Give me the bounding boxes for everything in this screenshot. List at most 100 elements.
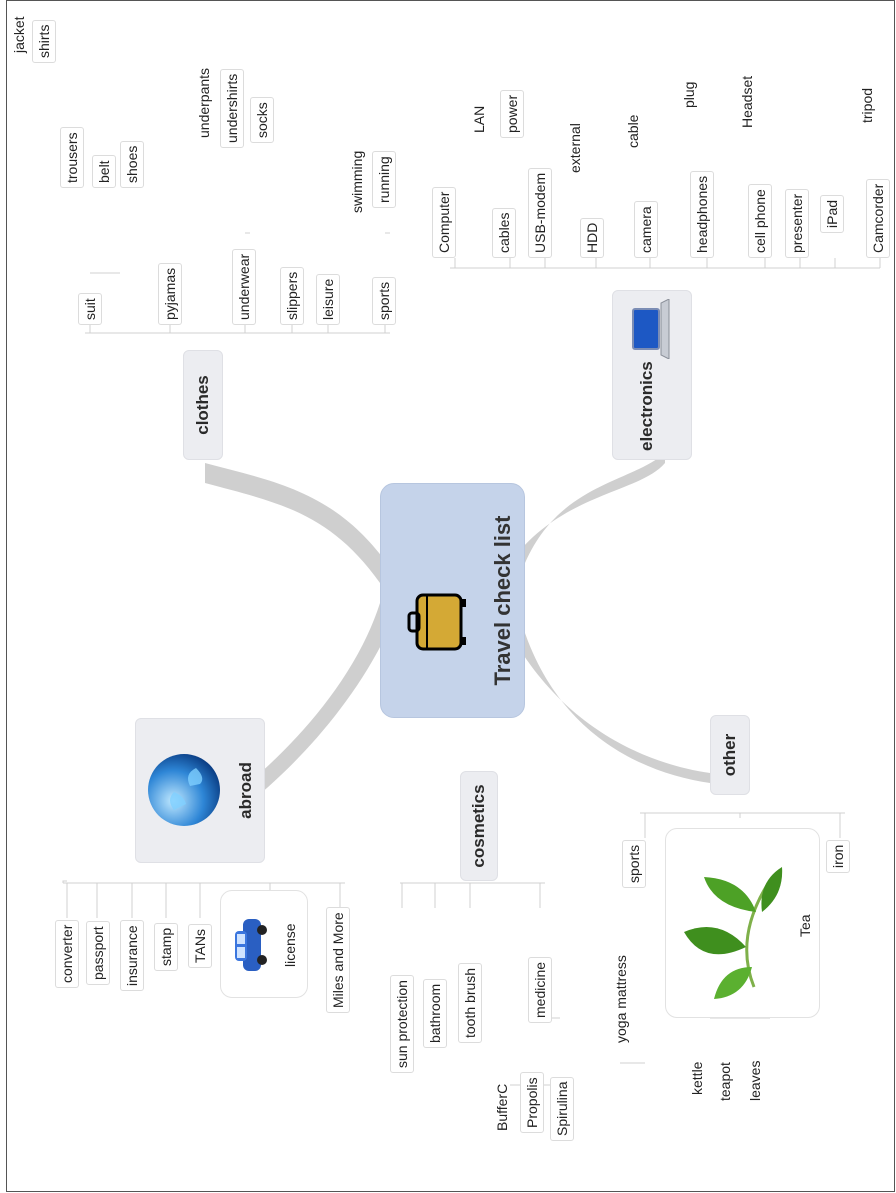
- clothes-item-suit[interactable]: suit: [78, 293, 102, 325]
- medicine-child-spirulina[interactable]: Spirulina: [550, 1076, 574, 1141]
- branch-clothes[interactable]: clothes: [183, 350, 223, 460]
- branch-electronics[interactable]: electronics: [612, 290, 692, 460]
- abroad-item-passport[interactable]: passport: [86, 921, 110, 985]
- item-label: Propolis: [524, 1077, 540, 1128]
- branch-cosmetics[interactable]: cosmetics: [460, 771, 498, 881]
- suitcase-icon: [407, 593, 466, 651]
- item-label: trousers: [64, 132, 80, 183]
- item-label: cables: [496, 212, 512, 253]
- underwear-child-socks[interactable]: socks: [250, 97, 274, 143]
- clothes-item-leisure[interactable]: leisure: [316, 273, 340, 325]
- item-label: presenter: [789, 193, 805, 253]
- clothes-item-pyjamas[interactable]: pyjamas: [158, 262, 182, 325]
- abroad-item-insurance[interactable]: insurance: [120, 920, 144, 991]
- underwear-child-undershirts[interactable]: undershirts: [220, 68, 244, 148]
- central-topic[interactable]: Travel check list: [380, 483, 525, 718]
- item-label: bathroom: [427, 983, 443, 1043]
- sports-child-yoga-mattress: yoga mattress: [613, 955, 629, 1043]
- item-label: pyjamas: [162, 267, 178, 320]
- electronics-item-ipad[interactable]: iPad: [820, 194, 844, 233]
- hdd-child-external: external: [567, 123, 583, 173]
- electronics-item-camcorder[interactable]: Camcorder: [866, 178, 890, 258]
- abroad-item-miles-and-more[interactable]: Miles and More: [326, 907, 350, 1013]
- abroad-item-converter[interactable]: converter: [55, 919, 79, 988]
- item-label: insurance: [124, 925, 140, 986]
- electronics-item-camera[interactable]: camera: [634, 201, 658, 258]
- clothes-item-slippers[interactable]: slippers: [280, 266, 304, 325]
- branch-other[interactable]: other: [710, 715, 750, 795]
- electronics-item-presenter[interactable]: presenter: [785, 188, 809, 258]
- item-label: TANs: [192, 929, 208, 963]
- item-label: USB-modem: [532, 172, 548, 253]
- branch-electronics-label: electronics: [637, 361, 656, 451]
- tea-child-kettle: kettle: [689, 1061, 705, 1095]
- cosmetics-item-medicine[interactable]: medicine: [528, 956, 552, 1023]
- branch-curve-electronics: [510, 453, 665, 563]
- suit-child-trousers[interactable]: trousers: [60, 127, 84, 188]
- clothes-item-sports[interactable]: sports: [372, 276, 396, 325]
- headphones-child-plug: plug: [681, 81, 697, 108]
- other-item-sports[interactable]: sports: [622, 839, 646, 888]
- item-label: power: [504, 94, 520, 133]
- cosmetics-item-bathroom[interactable]: bathroom: [423, 978, 447, 1048]
- item-label: passport: [90, 926, 106, 980]
- abroad-license-node[interactable]: license: [220, 890, 308, 998]
- camera-child-cable: cable: [625, 114, 641, 148]
- item-label: belt: [96, 160, 112, 183]
- cell-phone-child-headset: Headset: [739, 75, 755, 128]
- item-label: converter: [59, 924, 75, 983]
- camcorder-child-tripod: tripod: [859, 87, 875, 123]
- abroad-item-stamp[interactable]: stamp: [154, 922, 178, 971]
- branch-other-label: other: [720, 733, 739, 777]
- cosmetics-item-tooth-brush[interactable]: tooth brush: [458, 962, 482, 1043]
- item-label: Computer: [436, 191, 452, 253]
- item-label: sports: [626, 844, 642, 883]
- electronics-item-computer[interactable]: Computer: [432, 186, 456, 258]
- globe-icon: [148, 754, 220, 826]
- item-label: undershirts: [224, 73, 240, 143]
- item-label: Spirulina: [554, 1081, 570, 1136]
- electronics-item-headphones[interactable]: headphones: [690, 170, 714, 258]
- item-label: shoes: [124, 145, 140, 183]
- item-label: tooth brush: [462, 967, 478, 1038]
- central-title: Travel check list: [490, 515, 515, 686]
- branch-curve-other: [510, 633, 710, 783]
- suit-child-jacket: jacket: [11, 16, 27, 53]
- laptop-icon: [632, 299, 670, 359]
- electronics-item-cell-phone[interactable]: cell phone: [748, 184, 772, 258]
- page-frame: [6, 0, 895, 1192]
- branch-curve-clothes: [205, 463, 400, 583]
- item-label: suit: [82, 298, 98, 320]
- item-label: leisure: [320, 278, 336, 320]
- medicine-child-bufferc: BufferC: [494, 1083, 510, 1131]
- electronics-item-usb-modem[interactable]: USB-modem: [528, 167, 552, 258]
- suit-child-belt[interactable]: belt: [92, 155, 116, 188]
- cables-child-power[interactable]: power: [500, 89, 524, 138]
- branch-clothes-label: clothes: [193, 375, 212, 435]
- other-tea-node[interactable]: Tea: [665, 828, 820, 1018]
- item-label: camera: [638, 206, 654, 253]
- electronics-item-hdd[interactable]: HDD: [580, 217, 604, 258]
- clothes-item-underwear[interactable]: underwear: [232, 248, 256, 325]
- medicine-child-propolis[interactable]: Propolis: [520, 1072, 544, 1133]
- electronics-item-cables[interactable]: cables: [492, 207, 516, 258]
- item-label: running: [376, 156, 392, 203]
- sports-child-swimming: swimming: [349, 150, 365, 213]
- item-label: stamp: [158, 927, 174, 966]
- cables-child-lan: LAN: [471, 105, 487, 133]
- branch-abroad[interactable]: abroad: [135, 718, 265, 863]
- cosmetics-item-sun-protection[interactable]: sun protection: [390, 975, 414, 1073]
- suit-child-shoes[interactable]: shoes: [120, 140, 144, 188]
- other-item-iron[interactable]: iron: [826, 839, 850, 873]
- suit-child-shirts[interactable]: shirts: [32, 19, 56, 63]
- tea-label: Tea: [797, 914, 813, 937]
- item-label: HDD: [584, 222, 600, 253]
- item-label: Miles and More: [330, 912, 346, 1008]
- abroad-item-tans[interactable]: TANs: [188, 924, 212, 968]
- item-label: headphones: [694, 175, 710, 253]
- item-label: underwear: [236, 253, 252, 320]
- license-label: license: [282, 923, 298, 967]
- underwear-child-underpants: underpants: [196, 67, 212, 138]
- sports-child-running[interactable]: running: [372, 151, 396, 208]
